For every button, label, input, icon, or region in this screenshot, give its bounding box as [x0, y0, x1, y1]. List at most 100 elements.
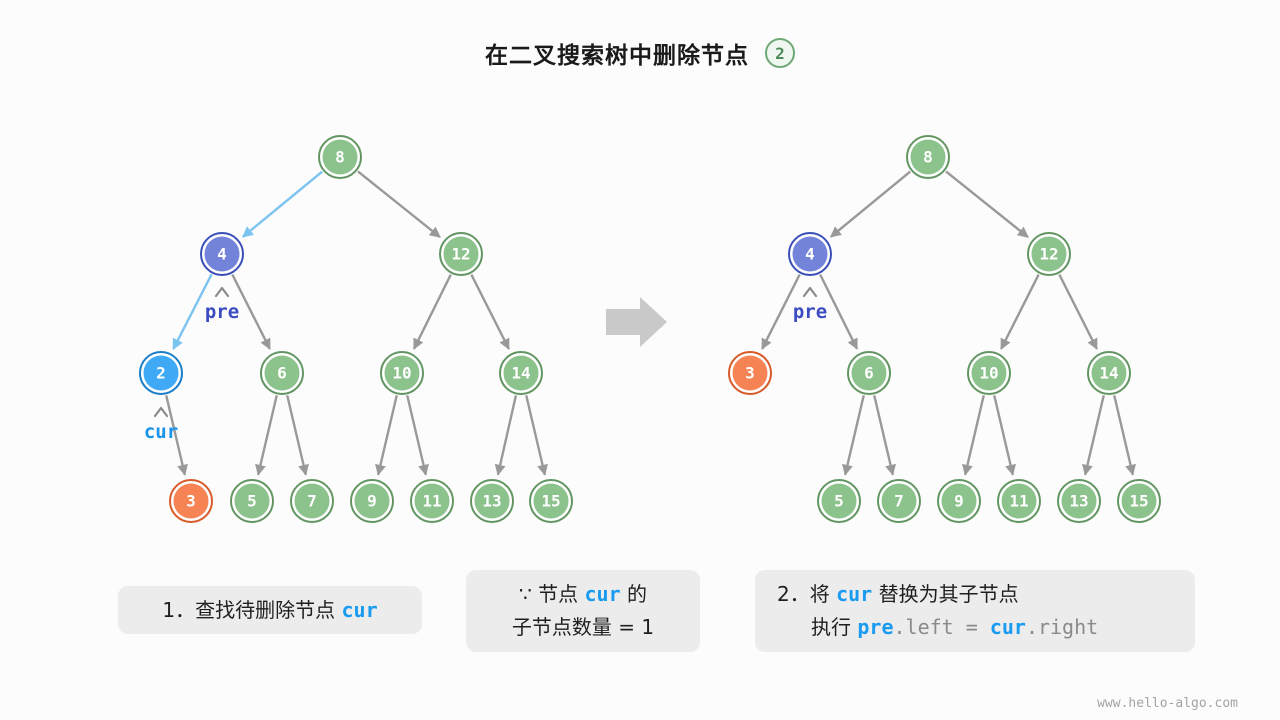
tree-node-after-13: 13: [1057, 479, 1101, 523]
caption-because-text2: 的: [620, 582, 647, 606]
tree-edge-before-14-15: [525, 395, 548, 476]
caption-because-text3: 子节点数量 = 1: [511, 615, 655, 639]
caption-step2-code-cur1: cur: [836, 582, 873, 606]
tree-node-value: 7: [894, 492, 904, 511]
tree-edge-before-10-9: [375, 395, 398, 476]
tree-node-value: 3: [745, 364, 755, 383]
tree-edge-after-8-4: [830, 170, 911, 238]
caption-step2-text2: 替换为其子节点: [872, 582, 1019, 606]
caption-step1-text: 1．查找待删除节点: [162, 597, 342, 622]
tree-node-value: 13: [482, 492, 501, 511]
pointer-caret-icon: [802, 286, 818, 298]
tree-edge-before-14-13: [494, 395, 518, 476]
caption-because: ∵ 节点 cur 的 子节点数量 = 1: [466, 570, 700, 652]
caption-step2-line2: 执行 pre.left = cur.right: [777, 611, 1195, 644]
pointer-label-pre: pre: [793, 301, 827, 323]
tree-node-value: 12: [451, 245, 470, 264]
tree-edge-after-14-13: [1082, 395, 1105, 476]
caption-step1: 1．查找待删除节点 cur: [118, 586, 422, 634]
tree-node-before-3: 3: [169, 479, 213, 523]
tree-edge-before-8-4: [242, 170, 323, 238]
tree-edge-before-4-6: [231, 273, 271, 350]
tree-node-after-3: 3: [728, 351, 772, 395]
tree-node-before-13: 13: [470, 479, 514, 523]
tree-node-value: 2: [156, 364, 166, 383]
tree-node-after-9: 9: [937, 479, 981, 523]
tree-node-before-15: 15: [529, 479, 573, 523]
tree-node-value: 4: [805, 245, 815, 264]
pointer-caret-icon: [214, 286, 230, 298]
tree-edge-after-12-14: [1058, 273, 1098, 350]
tree-node-value: 6: [864, 364, 874, 383]
caption-step2-text1: 2．将: [777, 582, 837, 606]
tree-node-value: 9: [954, 492, 964, 511]
caption-step2-text3: 执行: [811, 615, 858, 639]
page-title-row: 在二叉搜索树中删除节点 2: [0, 36, 1280, 70]
transition-arrow-icon: [606, 297, 667, 347]
caption-step2-code-cur2: cur: [989, 615, 1026, 639]
tree-node-after-4: 4: [788, 232, 832, 276]
tree-edge-after-6-5: [842, 395, 865, 476]
tree-node-before-2: 2: [139, 351, 183, 395]
tree-edge-before-10-11: [406, 395, 429, 476]
tree-edge-after-8-12: [945, 170, 1029, 239]
figure-number-badge: 2: [765, 38, 795, 68]
tree-node-value: 10: [392, 364, 411, 383]
pointer-label-pre: pre: [205, 301, 239, 323]
tree-node-value: 10: [979, 364, 998, 383]
tree-edge-before-4-2: [172, 273, 213, 350]
tree-node-before-7: 7: [290, 479, 334, 523]
tree-node-value: 5: [834, 492, 844, 511]
pointer-label-cur: cur: [144, 421, 178, 443]
caption-step2: 2．将 cur 替换为其子节点 执行 pre.left = cur.right: [755, 570, 1195, 652]
tree-node-value: 12: [1039, 245, 1058, 264]
tree-node-before-4: 4: [200, 232, 244, 276]
tree-node-value: 7: [307, 492, 317, 511]
tree-edge-after-12-10: [1000, 273, 1040, 350]
caption-step1-line: 1．查找待删除节点 cur: [162, 594, 377, 627]
tree-edge-before-6-5: [255, 395, 278, 476]
tree-node-value: 14: [511, 364, 530, 383]
caption-step2-code-left: .left =: [893, 615, 990, 639]
tree-node-value: 15: [1129, 492, 1148, 511]
tree-edge-before-8-12: [357, 170, 441, 239]
tree-node-before-8: 8: [318, 135, 362, 179]
caption-step2-code-right: .right: [1025, 615, 1099, 639]
tree-edge-before-12-14: [470, 273, 510, 350]
tree-edge-after-6-7: [873, 395, 896, 476]
tree-node-value: 6: [277, 364, 287, 383]
tree-node-after-8: 8: [906, 135, 950, 179]
tree-node-after-7: 7: [877, 479, 921, 523]
caption-step1-code-cur: cur: [341, 597, 378, 622]
tree-node-value: 4: [217, 245, 227, 264]
tree-node-after-6: 6: [847, 351, 891, 395]
tree-node-after-10: 10: [967, 351, 1011, 395]
tree-edge-after-10-11: [993, 395, 1016, 476]
tree-node-after-14: 14: [1087, 351, 1131, 395]
caption-because-line1: ∵ 节点 cur 的: [519, 578, 647, 611]
tree-node-after-5: 5: [817, 479, 861, 523]
tree-node-before-11: 11: [410, 479, 454, 523]
tree-node-value: 3: [186, 492, 196, 511]
tree-node-value: 13: [1069, 492, 1088, 511]
tree-node-value: 8: [335, 148, 345, 167]
page-title: 在二叉搜索树中删除节点: [485, 43, 749, 69]
tree-node-after-11: 11: [997, 479, 1041, 523]
tree-node-before-10: 10: [380, 351, 424, 395]
caption-because-line2: 子节点数量 = 1: [512, 611, 654, 644]
caption-because-code-cur: cur: [584, 582, 621, 606]
watermark: www.hello-algo.com: [1097, 696, 1238, 711]
tree-node-before-14: 14: [499, 351, 543, 395]
caption-because-text1: ∵ 节点: [519, 582, 585, 606]
tree-node-value: 11: [1009, 492, 1028, 511]
tree-edge-after-14-15: [1113, 395, 1136, 476]
pointer-caret-icon: [153, 406, 169, 418]
tree-node-before-9: 9: [350, 479, 394, 523]
tree-node-value: 5: [247, 492, 257, 511]
caption-step2-line1: 2．将 cur 替换为其子节点: [777, 578, 1195, 611]
tree-edge-after-10-9: [962, 395, 985, 476]
tree-edge-before-6-7: [286, 395, 309, 476]
tree-edge-before-12-10: [412, 274, 452, 350]
tree-node-value: 9: [367, 492, 377, 511]
